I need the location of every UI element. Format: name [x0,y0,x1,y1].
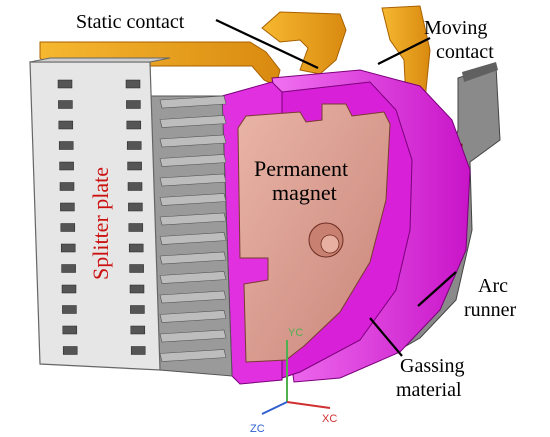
label-permanent-magnet-line2: magnet [272,180,337,205]
splitter-slot [126,120,142,130]
splitter-slot [57,79,73,89]
splitter-slot [128,243,144,253]
splitter-fin [159,193,227,206]
splitter-slot [58,120,74,130]
splitter-slot [125,79,141,89]
splitter-slot [60,202,75,212]
splitter-fin [159,95,227,109]
splitter-slot [126,141,142,150]
splitter-fin [159,290,227,304]
permanent-magnet [237,103,391,363]
label-arc-runner-line2: runner [464,299,517,321]
splitter-slot [62,305,77,314]
splitter-slot [58,100,73,109]
splitter-slot [127,161,142,171]
label-gassing-material-line1: Gassing [400,355,464,377]
splitter-slot [60,223,76,232]
splitter-slot [60,243,76,253]
axis-z-label: ZC [250,423,265,435]
splitter-slot [129,264,144,273]
splitter-fin [159,134,227,148]
splitter-fin [159,232,227,245]
splitter-slot [61,284,77,294]
splitter-fin [159,310,227,323]
splitter-fin [159,212,227,226]
splitter-slot [59,182,75,191]
label-permanent-magnet-line1: Permanent [254,156,348,181]
label-moving-contact-line1: Moving [424,17,487,39]
splitter-slot [130,346,146,355]
splitter-slot [128,202,143,212]
splitter-slot [127,182,143,191]
splitter-slot [62,346,78,355]
splitter-slot [59,161,74,171]
axis-z-line [261,401,288,415]
splitter-plate-slots [57,79,146,355]
leader-static-contact [215,19,319,69]
splitter-slot [129,284,145,294]
label-splitter-plate: Splitter plate [88,167,113,280]
coordinate-axes: YC XC ZC [250,327,337,435]
splitter-slot [61,264,76,273]
axis-y-label: YC [288,327,303,339]
leader-gassing-material [369,317,403,357]
splitter-fin [159,329,227,343]
label-gassing-material-line2: material [396,379,462,401]
splitter-fin [159,271,227,284]
splitter-fin [159,173,227,187]
label-static-contact: Static contact [76,11,185,33]
label-moving-contact-line2: contact [436,41,494,63]
splitter-plate-fins [159,95,227,362]
splitter-slot [130,325,146,335]
splitter-fin [159,251,227,265]
splitter-slot [128,223,144,232]
splitter-slot [62,325,78,335]
splitter-slot [130,305,145,314]
splitter-fin [159,115,227,128]
leader-moving-contact [377,37,431,65]
leader-lines [215,19,457,357]
axis-x-line [286,401,331,409]
splitter-slot [58,141,74,150]
axis-x-label: XC [322,413,337,425]
label-arc-runner-line1: Arc [478,275,508,297]
splitter-fin [159,349,227,362]
leader-arc-runner [417,271,457,307]
splitter-slot [126,100,141,109]
splitter-fin [159,154,227,167]
